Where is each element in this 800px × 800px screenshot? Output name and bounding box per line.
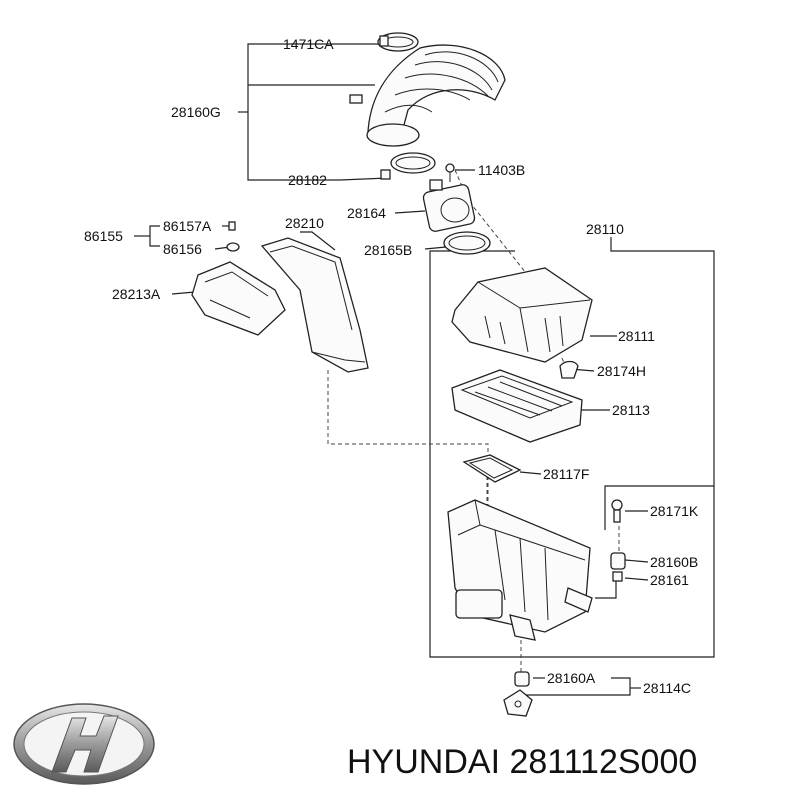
label-11403B: 11403B — [478, 162, 525, 178]
label-28160A: 28160A — [547, 670, 596, 686]
air-flow-sensor-icon — [422, 179, 476, 232]
label-28113: 28113 — [612, 402, 650, 418]
mounting-bracket-icon — [503, 689, 533, 717]
insulator-28160A-icon — [514, 671, 530, 687]
label-28161: 28161 — [650, 572, 689, 588]
label-28164: 28164 — [347, 205, 386, 221]
label-86156: 86156 — [163, 241, 202, 257]
hose-clamp-top-icon — [377, 32, 419, 52]
duct-seal-icon — [462, 454, 522, 483]
label-28111: 28111 — [618, 328, 655, 344]
screw-icon — [445, 163, 455, 182]
collar-icon — [612, 571, 623, 582]
intake-hose-icon — [349, 44, 506, 147]
label-28165B: 28165B — [364, 242, 412, 258]
brand-part-number: HYUNDAI 281112S000 — [347, 743, 697, 781]
label-1471CA: 1471CA — [283, 36, 334, 52]
gasket-ring-icon — [443, 231, 491, 255]
air-cleaner-body-icon — [447, 499, 593, 641]
hyundai-logo-icon — [13, 703, 155, 785]
label-28213A: 28213A — [112, 286, 161, 302]
resonator-icon — [191, 261, 286, 336]
grommet-icon — [226, 242, 240, 252]
clip-icon — [559, 360, 579, 379]
air-filter-element-icon — [451, 369, 583, 443]
part-labels: 1471CA 28160G 28182 11403B 28164 28165B … — [84, 36, 699, 696]
label-86157A: 86157A — [163, 218, 212, 234]
label-28171K: 28171K — [650, 503, 699, 519]
label-86155: 86155 — [84, 228, 123, 244]
label-28114C: 28114C — [643, 680, 691, 696]
label-28117F: 28117F — [543, 466, 589, 482]
label-28210: 28210 — [285, 215, 324, 231]
label-28110: 28110 — [586, 221, 624, 237]
bolt-86157A-icon — [228, 221, 236, 231]
label-28174H: 28174H — [597, 363, 646, 379]
label-28160B: 28160B — [650, 554, 698, 570]
bolt-28171K-icon — [611, 499, 623, 523]
label-28160G: 28160G — [171, 104, 221, 120]
air-cleaner-cover-icon — [451, 267, 593, 363]
label-28182: 28182 — [288, 172, 327, 188]
insulator-28160B-icon — [610, 552, 626, 570]
hose-clamp-lower-icon — [380, 152, 436, 180]
air-duct-icon — [260, 237, 369, 373]
